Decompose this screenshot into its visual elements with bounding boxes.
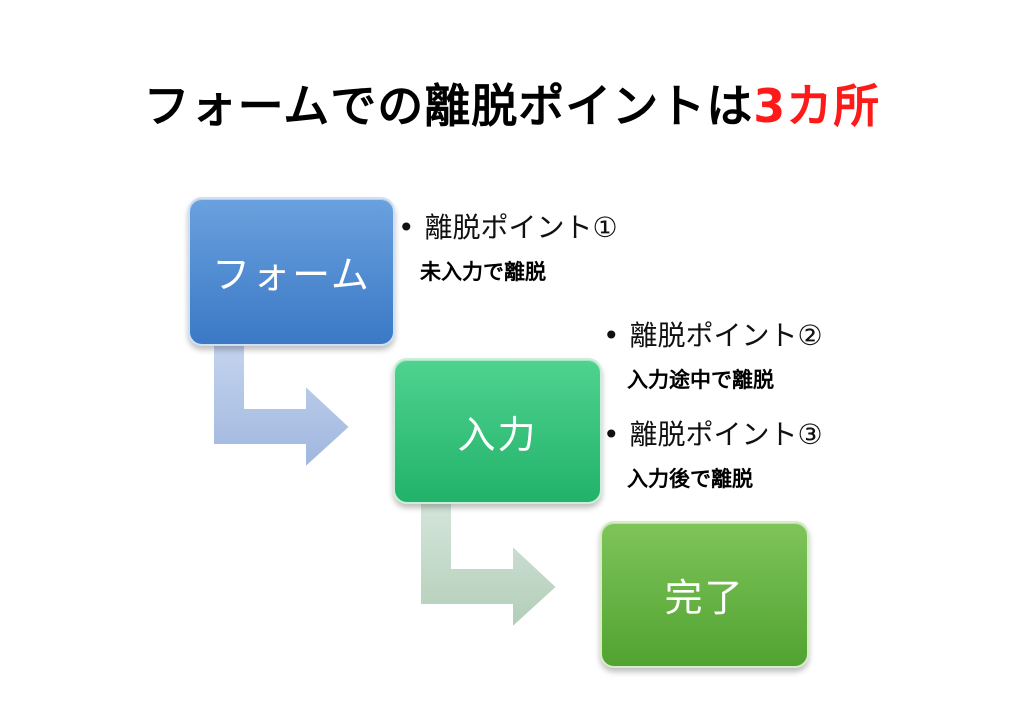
flow-arrow-2 [419, 499, 559, 631]
title-accent: 3カ所 [753, 79, 881, 133]
step-form-box: フォーム [188, 197, 395, 346]
step-form-label: フォーム [212, 253, 371, 297]
exit-point-note-3: • 離脱ポイント③ 入力後で離脱 [603, 413, 823, 493]
page-title: フォームでの離脱ポイントは3カ所 [0, 70, 1024, 136]
step-input-box: 入力 [393, 358, 602, 504]
exit-point-note-2: • 離脱ポイント② 入力途中で離脱 [603, 314, 823, 394]
step-input-label: 入力 [457, 412, 538, 457]
bullet: • [603, 418, 620, 451]
exit-point-note-1: • 離脱ポイント① 未入力で離脱 [398, 206, 618, 286]
exit-point-heading: 離脱ポイント③ [629, 418, 823, 451]
bullet: • [398, 211, 415, 244]
exit-point-detail: 入力途中で離脱 [627, 368, 774, 392]
bullet: • [603, 319, 620, 352]
step-done-box: 完了 [600, 521, 809, 668]
step-done-label: 完了 [664, 576, 745, 620]
flow-arrow-1 [212, 339, 352, 471]
exit-point-heading: 離脱ポイント② [629, 319, 823, 352]
exit-point-detail: 入力後で離脱 [627, 467, 753, 491]
exit-point-heading: 離脱ポイント① [424, 211, 618, 244]
title-main: フォームでの離脱ポイントは [143, 79, 754, 133]
exit-point-detail: 未入力で離脱 [420, 260, 546, 284]
